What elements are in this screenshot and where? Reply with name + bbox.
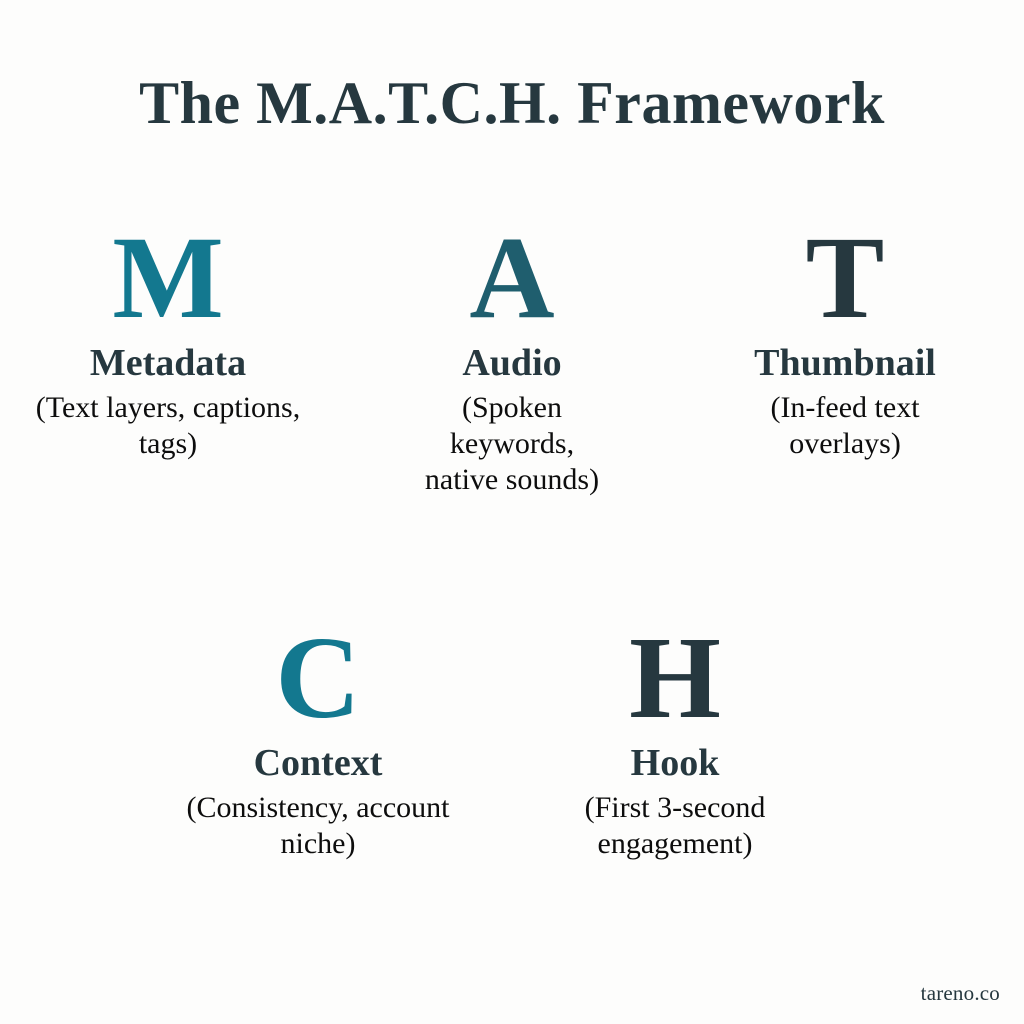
pillar-description-thumbnail: (In-feed text overlays) (770, 390, 920, 460)
watermark: tareno.co (920, 981, 1000, 1005)
pillar-metadata: M Metadata (Text layers, captions, tags) (8, 212, 328, 462)
pillar-letter-t: T (805, 212, 885, 343)
pillar-description-audio: (Spoken keywords, native sounds) (424, 390, 600, 496)
pillar-context: C Context (Consistency, account niche) (168, 612, 468, 862)
pillar-letter-c: C (275, 612, 361, 743)
pillar-label-hook: Hook (630, 742, 720, 785)
page-title: The M.A.T.C.H. Framework (139, 70, 885, 136)
pillar-label-thumbnail: Thumbnail (754, 342, 936, 385)
pillar-thumbnail: T Thumbnail (In-feed text overlays) (705, 212, 985, 462)
pillar-letter-a: A (469, 212, 555, 343)
pillar-description-context: (Consistency, account niche) (186, 790, 450, 860)
pillar-label-audio: Audio (462, 342, 562, 385)
pillar-hook: H Hook (First 3-second engagement) (528, 612, 822, 862)
pillar-label-metadata: Metadata (89, 342, 247, 385)
pillar-label-context: Context (253, 742, 383, 785)
pillar-letter-h: H (629, 612, 721, 743)
pillar-letter-m: M (112, 212, 224, 343)
pillar-audio: A Audio (Spoken keywords, native sounds) (392, 212, 632, 498)
pillar-description-metadata: (Text layers, captions, tags) (35, 390, 301, 460)
pillar-description-hook: (First 3-second engagement) (584, 790, 766, 860)
